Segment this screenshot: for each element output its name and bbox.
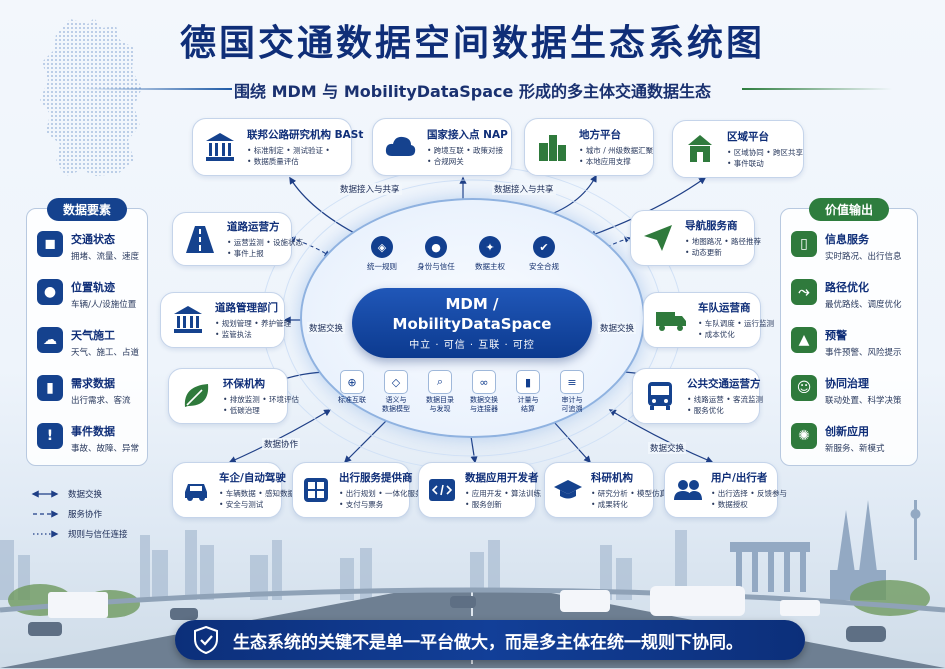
graduation-cap-icon (553, 471, 583, 509)
flow-label-mid-left: 数据交换 (307, 322, 346, 334)
link-icon: ∞ (472, 370, 496, 394)
core-title-line2: MobilityDataSpace (392, 315, 552, 333)
shield-icon: ◈ (371, 236, 393, 258)
core-mdm-mobilitydataspace[interactable]: MDM / MobilityDataSpace 中立 · 可信 · 互联 · 可… (352, 288, 592, 358)
app-grid-icon (301, 471, 331, 509)
id-lock-icon: ● (425, 236, 447, 258)
node-regional-platform[interactable]: 区域平台 • 区域协同 • 跨区共享 • 事件联动 (672, 120, 804, 178)
car-icon: ◼ (37, 231, 63, 257)
rule-identity-trust[interactable]: ● 身份与信任 (412, 236, 460, 272)
sovereignty-icon: ✦ (479, 236, 501, 258)
institute-building-icon (201, 128, 239, 166)
value-info-service[interactable]: ▯ 信息服务实时路况、出行信息 (791, 231, 902, 262)
value-output-heading: 价值输出 (808, 198, 890, 221)
data-element-events[interactable]: ! 事件数据事故、故障、异常 (37, 423, 139, 454)
rule-unified-rules[interactable]: ◈ 统一规则 (358, 236, 406, 272)
lightbulb-icon: ✺ (791, 423, 817, 449)
audit-doc-icon: ≡ (560, 370, 584, 394)
value-early-warning[interactable]: ▲ 预警事件预警、风险提示 (791, 327, 902, 358)
page-title: 德国交通数据空间数据生态系统图 (179, 23, 765, 64)
paper-plane-icon (639, 219, 677, 257)
data-elements-panel: 数据要素 ◼ 交通状态拥堵、流量、速度 ● 位置轨迹车辆/人/设施位置 ☁ 天气… (26, 198, 148, 466)
meter-chart-icon: ▮ (516, 370, 540, 394)
car-icon (181, 471, 211, 509)
subtitle-divider-left (82, 88, 232, 90)
globe-icon: ⊕ (340, 370, 364, 394)
summary-banner-text: 生态系统的关键不是单一平台做大，而是多主体在统一规则下协同。 (233, 632, 743, 653)
data-element-weather[interactable]: ☁ 天气施工天气、施工、占道 (37, 327, 139, 358)
flow-label-bottom-left: 数据协作 (262, 438, 301, 450)
code-icon (427, 471, 457, 509)
flow-label-bottom-right: 数据交换 (648, 442, 687, 454)
tool-semantic-model[interactable]: ◇ 语义与 数据模型 (376, 370, 416, 414)
rule-data-sovereignty[interactable]: ✦ 数据主权 (466, 236, 514, 272)
cloud-icon (381, 128, 419, 166)
catalog-search-icon: ⌕ (428, 370, 452, 394)
tool-data-exchange-connector[interactable]: ∞ 数据交换 与连接器 (464, 370, 504, 414)
data-element-traffic-state[interactable]: ◼ 交通状态拥堵、流量、速度 (37, 231, 139, 262)
users-icon (673, 471, 703, 509)
cube-icon: ◇ (384, 370, 408, 394)
node-oem-autonomous[interactable]: 车企/自动驾驶 • 车辆数据 • 感知数据 • 安全与测试 (172, 462, 295, 518)
legend-rule-trust: 规则与信任连接 (30, 528, 128, 540)
route-icon: ⤳ (791, 279, 817, 305)
check-shield-icon: ✔ (533, 236, 555, 258)
node-app-developer[interactable]: 数据应用开发者 • 应用开发 • 算法训练 • 服务创新 (418, 462, 541, 518)
bar-chart-icon: ▮ (37, 375, 63, 401)
warning-icon: ! (37, 423, 63, 449)
node-user-traveler[interactable]: 用户/出行者 • 出行选择 • 反馈参与 • 数据授权 (664, 462, 787, 518)
tool-data-catalog[interactable]: ⌕ 数据目录 与发现 (420, 370, 460, 414)
value-route-optimization[interactable]: ⤳ 路径优化最优路线、调度优化 (791, 279, 902, 310)
page-subtitle: 围绕 MDM 与 MobilityDataSpace 形成的多主体交通数据生态 (234, 82, 711, 101)
dotted-line-icon (33, 530, 59, 538)
germany-map-icon (40, 18, 142, 176)
location-pin-icon: ● (37, 279, 63, 305)
node-fleet-operator[interactable]: 车队运营商 • 车队调度 • 运行监测 • 成本优化 (643, 292, 774, 348)
core-tagline: 中立 · 可信 · 互联 · 可控 (409, 340, 535, 351)
data-elements-heading: 数据要素 (46, 198, 128, 221)
regional-buildings-icon (681, 130, 719, 168)
tool-standard-interconnect[interactable]: ⊕ 标准互联 (332, 370, 372, 405)
bus-icon (641, 377, 679, 415)
value-collaborative-governance[interactable]: ☺ 协同治理联动处置、科学决策 (791, 375, 902, 406)
city-buildings-icon (533, 128, 571, 166)
node-research[interactable]: 科研机构 • 研究分析 • 模型仿真 • 成果转化 (544, 462, 667, 518)
node-road-admin[interactable]: 道路管理部门 • 规划管理 • 养护管理 • 监管执法 (160, 292, 291, 348)
leaf-icon (177, 377, 215, 415)
truck-icon (652, 301, 690, 339)
data-element-demand[interactable]: ▮ 需求数据出行需求、客流 (37, 375, 131, 406)
node-environment[interactable]: 环保机构 • 排放监测 • 环境评估 • 低碳治理 (168, 368, 299, 424)
value-output-panel: 价值输出 ▯ 信息服务实时路况、出行信息 ⤳ 路径优化最优路线、调度优化 ▲ 预… (780, 198, 918, 466)
phone-icon: ▯ (791, 231, 817, 257)
value-innovation[interactable]: ✺ 创新应用新服务、新模式 (791, 423, 885, 454)
people-icon: ☺ (791, 375, 817, 401)
dashed-arrow-icon (33, 510, 59, 518)
tool-audit-traceability[interactable]: ≡ 审计与 可追溯 (552, 370, 592, 414)
core-title-line1: MDM / (445, 295, 499, 313)
subtitle-divider-right (742, 88, 892, 90)
node-navigation[interactable]: 导航服务商 • 地图路况 • 路径推荐 • 动态更新 (630, 210, 761, 266)
node-public-transit[interactable]: 公共交通运营方 • 线路运营 • 客流监测 • 服务优化 (632, 368, 763, 424)
alarm-icon: ▲ (791, 327, 817, 353)
flow-label-top-right: 数据接入与共享 (492, 183, 556, 195)
tool-metering-settlement[interactable]: ▮ 计量与 结算 (508, 370, 548, 414)
data-element-location[interactable]: ● 位置轨迹车辆/人/设施位置 (37, 279, 136, 310)
summary-banner: 生态系统的关键不是单一平台做大，而是多主体在统一规则下协同。 (175, 620, 805, 660)
node-local-platform[interactable]: 地方平台 • 城市 / 州级数据汇聚 • 本地应用支撑 (524, 118, 654, 176)
rule-security-compliance[interactable]: ✔ 安全合规 (520, 236, 568, 272)
legend-service-collaboration: 服务协作 (30, 508, 102, 520)
government-building-icon (169, 301, 207, 339)
legend-data-exchange: 数据交换 (30, 488, 102, 500)
flow-label-mid-right: 数据交换 (598, 322, 637, 334)
solid-double-arrow-icon (31, 490, 59, 498)
flow-label-top-left: 数据接入与共享 (338, 183, 402, 195)
node-bast[interactable]: 联邦公路研究机构 BASt • 标准制定 • 测试验证 • • 数据质量评估 (192, 118, 363, 176)
weather-icon: ☁ (37, 327, 63, 353)
node-road-operator[interactable]: 道路运营方 • 运营监测 • 设施状态 • 事件上报 (172, 212, 303, 266)
node-mobility-service[interactable]: 出行服务提供商 • 出行规划 • 一体化服务 • 支付与票务 (292, 462, 423, 518)
road-icon (181, 220, 219, 258)
shield-check-icon (194, 626, 218, 654)
node-nap[interactable]: 国家接入点 NAP • 跨境互联 • 政策对接 • 合规网关 (372, 118, 512, 176)
